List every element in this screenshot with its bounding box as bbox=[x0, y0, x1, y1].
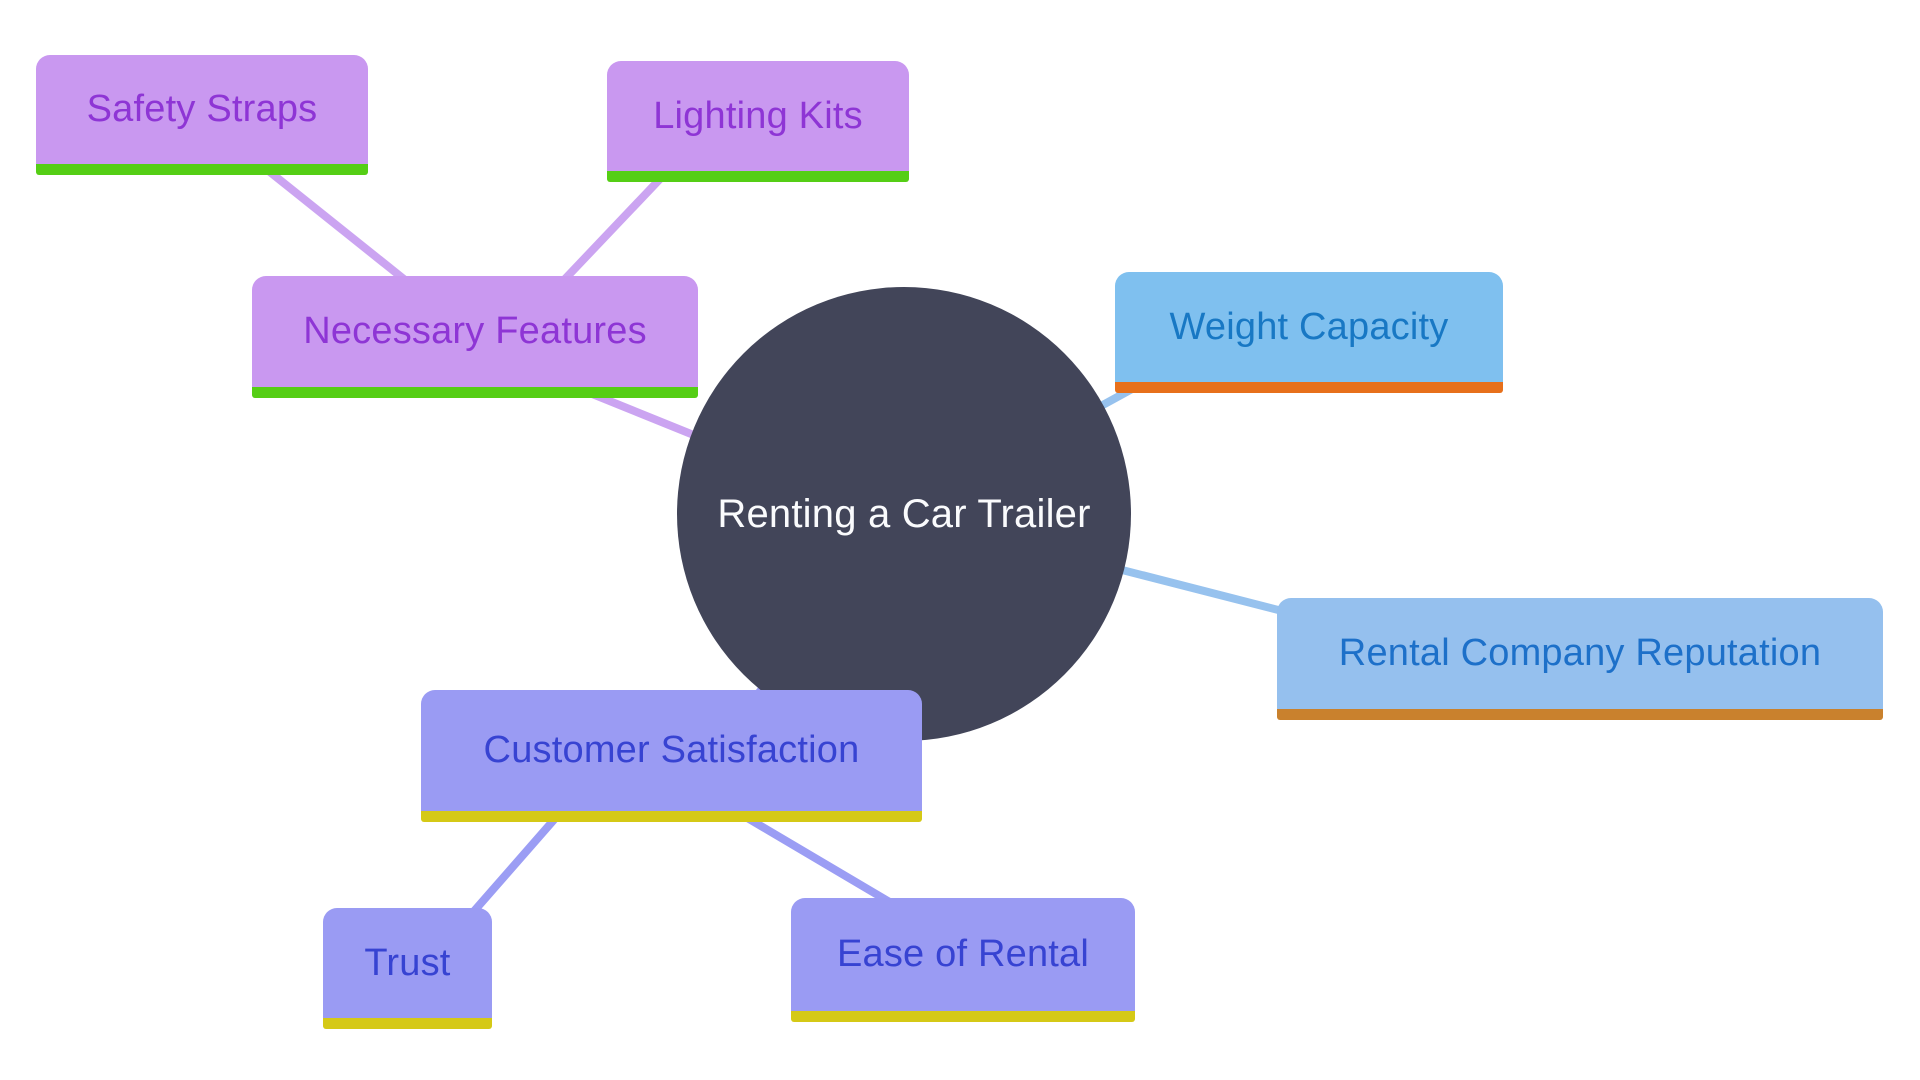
node-lighting-kits-label: Lighting Kits bbox=[653, 94, 863, 137]
node-central-topic[interactable]: Renting a Car Trailer bbox=[677, 287, 1131, 741]
node-weight-capacity[interactable]: Weight Capacity bbox=[1115, 272, 1503, 393]
node-rental-company-reputation[interactable]: Rental Company Reputation bbox=[1277, 598, 1883, 720]
node-weight-capacity-label: Weight Capacity bbox=[1169, 305, 1449, 348]
node-necessary-features-label: Necessary Features bbox=[303, 310, 647, 352]
node-rental-company-reputation-label: Rental Company Reputation bbox=[1338, 632, 1822, 674]
node-customer-satisfaction-label: Customer Satisfaction bbox=[483, 729, 860, 771]
node-central-topic-label: Renting a Car Trailer bbox=[717, 491, 1091, 536]
node-trust[interactable]: Trust bbox=[323, 908, 492, 1029]
node-safety-straps-label: Safety Straps bbox=[86, 88, 318, 130]
node-customer-satisfaction[interactable]: Customer Satisfaction bbox=[421, 690, 922, 822]
node-lighting-kits[interactable]: Lighting Kits bbox=[607, 61, 909, 182]
node-safety-straps[interactable]: Safety Straps bbox=[36, 55, 368, 175]
node-necessary-features[interactable]: Necessary Features bbox=[252, 276, 698, 398]
node-trust-label: Trust bbox=[364, 941, 451, 984]
node-ease-of-rental[interactable]: Ease of Rental bbox=[791, 898, 1135, 1022]
node-ease-of-rental-label: Ease of Rental bbox=[836, 933, 1090, 975]
